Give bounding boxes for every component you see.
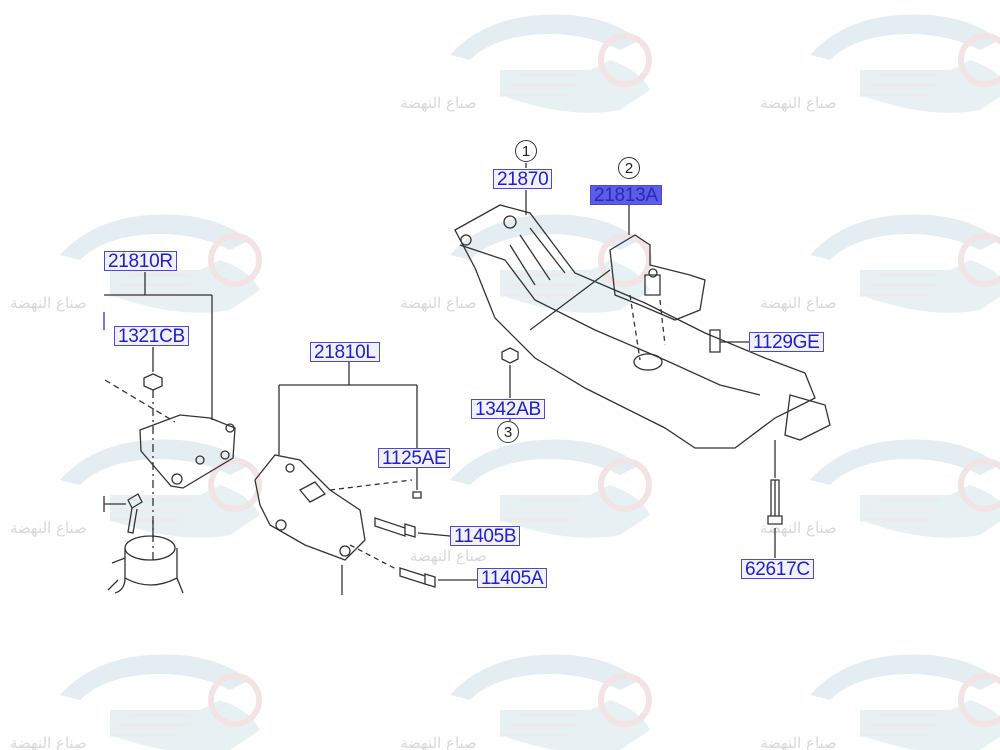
car-gear-icon [60, 439, 262, 538]
watermark-text: صناع النهضة [10, 519, 87, 537]
transmission-mount-drawing [501, 205, 749, 421]
car-gear-icon [60, 654, 262, 750]
callout-1: 1 [515, 140, 537, 162]
car-gear-icon [810, 654, 1000, 750]
callout-3: 3 [497, 421, 519, 443]
part-label-1125AE[interactable]: 1125AE [378, 448, 451, 469]
watermark-text: صناع النهضة [10, 734, 87, 750]
watermark-text: صناع النهضة [10, 294, 87, 312]
part-label-21813A-selected[interactable]: 21813A [590, 185, 662, 206]
watermark-logo: صناع النهضة [410, 425, 670, 564]
part-label-11405A[interactable]: 11405A [477, 568, 548, 589]
car-gear-icon [450, 439, 652, 538]
watermark-logo: صناع النهضة [400, 0, 670, 115]
right-mount-drawing [103, 272, 236, 594]
callout-2: 2 [618, 157, 640, 179]
part-label-11405B[interactable]: 11405B [450, 526, 521, 547]
watermark-logo: صناع النهضة [760, 200, 1000, 315]
car-gear-icon [810, 439, 1000, 538]
part-label-1342AB[interactable]: 1342AB [471, 399, 545, 420]
part-label-21810L[interactable]: 21810L [310, 342, 380, 363]
left-mount-drawing [254, 362, 477, 595]
crossmember-drawing [454, 163, 831, 558]
watermark-logo: صناع النهضة [760, 0, 1000, 115]
watermark-text: صناع النهضة [760, 94, 837, 112]
car-gear-icon [450, 654, 652, 750]
watermark-logo: صناع النهضة [10, 425, 280, 540]
watermark-text: صناع النهضة [410, 547, 487, 565]
watermark-logo: صناع النهضة [760, 425, 1000, 540]
watermark-logo: صناع النهضة [400, 640, 670, 750]
watermark-logo: صناع النهضة [760, 640, 1000, 750]
watermark-text: صناع النهضة [760, 294, 837, 312]
watermark-logo: صناع النهضة [10, 640, 280, 750]
watermark-text: صناع النهضة [400, 94, 477, 112]
watermark-text: صناع النهضة [400, 734, 477, 750]
part-label-21870[interactable]: 21870 [493, 169, 553, 190]
car-gear-icon [450, 14, 652, 113]
car-gear-icon [810, 14, 1000, 113]
part-label-1321CB[interactable]: 1321CB [114, 326, 189, 347]
watermark-text: صناع النهضة [400, 294, 477, 312]
part-label-21810R[interactable]: 21810R [104, 251, 177, 272]
car-gear-icon [810, 214, 1000, 313]
part-label-62617C[interactable]: 62617C [741, 559, 814, 580]
watermark-text: صناع النهضة [760, 734, 837, 750]
part-label-1129GE[interactable]: 1129GE [749, 332, 824, 353]
